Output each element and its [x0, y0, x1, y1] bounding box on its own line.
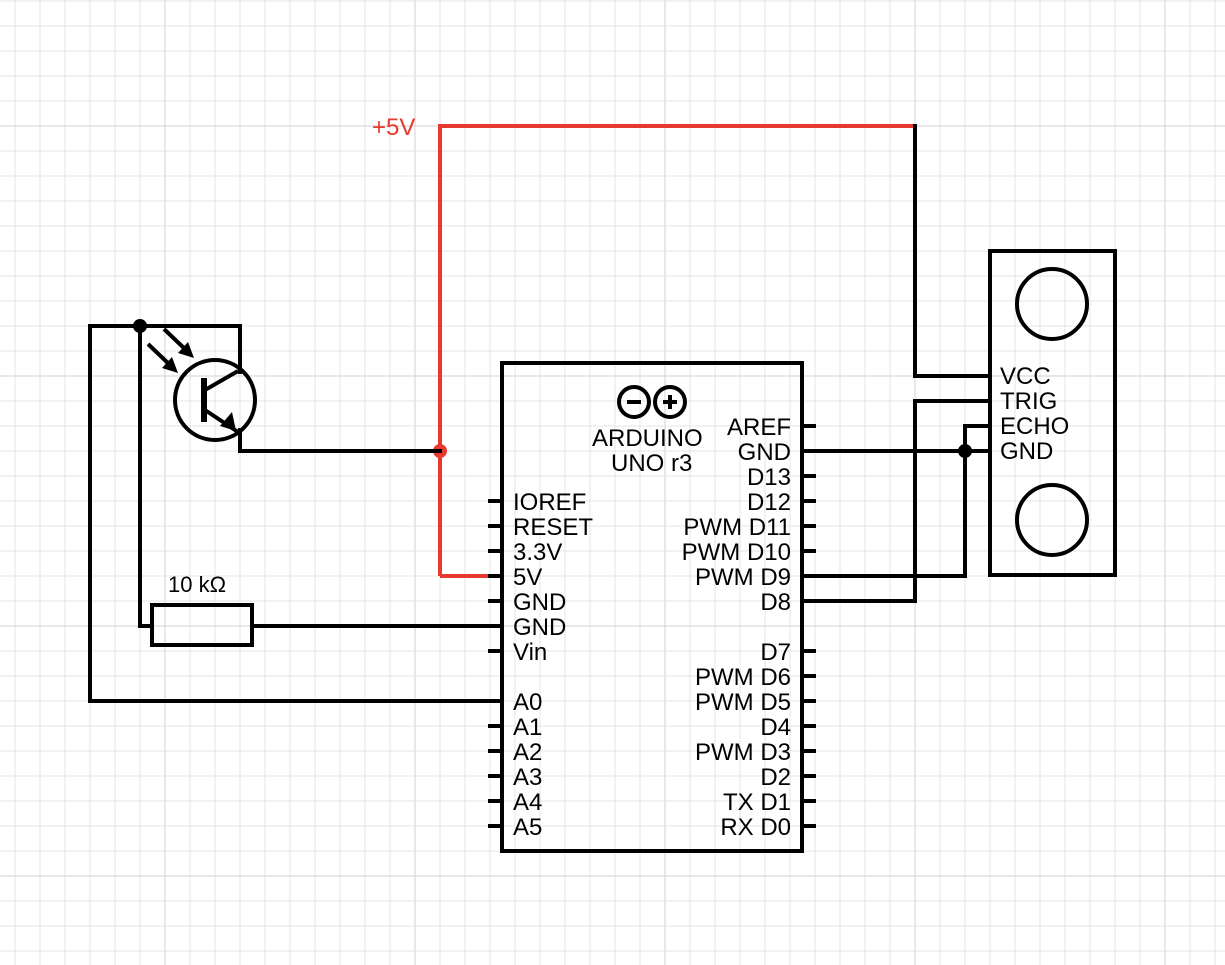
pin-label-pwm-d6: PWM D6: [695, 664, 791, 691]
resistor[interactable]: 10 kΩ: [150, 572, 254, 647]
pin-label-gnd: GND: [513, 589, 566, 616]
sensor-pin-trig: TRIG: [1000, 388, 1057, 415]
pin-label-gnd: GND: [738, 439, 791, 466]
pin-label-d4: D4: [760, 714, 791, 741]
wire-photo-emitter[interactable]: [238, 428, 442, 453]
ultrasonic-sensor[interactable]: VCC TRIG ECHO GND: [988, 249, 1117, 577]
resistor-body: [150, 603, 254, 647]
pin-label-pwm-d3: PWM D3: [695, 739, 791, 766]
ultrasonic-transducer-top-icon: [1015, 267, 1089, 341]
pin-label-vin: Vin: [513, 639, 547, 666]
pin-label-pwm-d11: PWM D11: [683, 514, 791, 541]
pin-label-a0: A0: [513, 689, 542, 716]
pin-label-3-3v: 3.3V: [513, 539, 562, 566]
power-net-5v: +5V: [372, 114, 915, 578]
resistor-label: 10 kΩ: [168, 572, 226, 597]
sensor-pin-gnd: GND: [1000, 438, 1053, 465]
ultrasonic-outline: [988, 249, 1117, 577]
phototransistor-collector-lead: [204, 369, 239, 392]
pin-label-a1: A1: [513, 714, 542, 741]
arduino-board[interactable]: ARDUINO UNO r3 IOREFRESET3.3V5VGNDGNDVin…: [488, 361, 816, 853]
pin-label-d13: D13: [747, 464, 791, 491]
arduino-outline: [500, 361, 804, 853]
sensor-pin-vcc: VCC: [1000, 363, 1051, 390]
pin-label-rx-d0: RX D0: [720, 814, 791, 841]
pin-label-a2: A2: [513, 739, 542, 766]
sensor-pin-echo: ECHO: [1000, 413, 1069, 440]
pin-label-tx-d1: TX D1: [723, 789, 791, 816]
pin-label-d7: D7: [760, 639, 791, 666]
pin-label-a3: A3: [513, 764, 542, 791]
pin-label-aref: AREF: [727, 414, 791, 441]
phototransistor[interactable]: [146, 327, 257, 442]
pin-label-gnd: GND: [513, 614, 566, 641]
ultrasonic-transducer-bottom-icon: [1015, 483, 1089, 557]
pin-label-d12: D12: [747, 489, 791, 516]
power-label-5v: +5V: [372, 114, 415, 141]
wire-5v-to-sensor[interactable]: [438, 124, 915, 576]
pin-label-d2: D2: [760, 764, 791, 791]
pin-label-a4: A4: [513, 789, 542, 816]
arduino-brand: ARDUINO: [592, 425, 703, 452]
emitter-arrow-icon: [220, 412, 236, 431]
pin-label-pwm-d10: PWM D10: [682, 539, 791, 566]
wire-d9-to-echo[interactable]: [800, 424, 992, 578]
pin-label-ioref: IOREF: [513, 489, 586, 516]
wire-photo-top[interactable]: [88, 324, 242, 703]
wire-d8-to-trig[interactable]: [800, 399, 992, 603]
arduino-logo-icon: [617, 385, 687, 419]
wire-vcc[interactable]: [913, 124, 992, 378]
pin-label-d8: D8: [760, 589, 791, 616]
pin-label-reset: RESET: [513, 514, 593, 541]
phototransistor-body: [173, 358, 257, 442]
light-arrows-icon: [146, 327, 194, 373]
pin-label-a5: A5: [513, 814, 542, 841]
arduino-model: UNO r3: [611, 450, 692, 477]
junction-dot-photo: [133, 319, 147, 333]
pin-label-5v: 5V: [513, 564, 542, 591]
pin-label-pwm-d9: PWM D9: [695, 564, 791, 591]
pin-label-pwm-d5: PWM D5: [695, 689, 791, 716]
